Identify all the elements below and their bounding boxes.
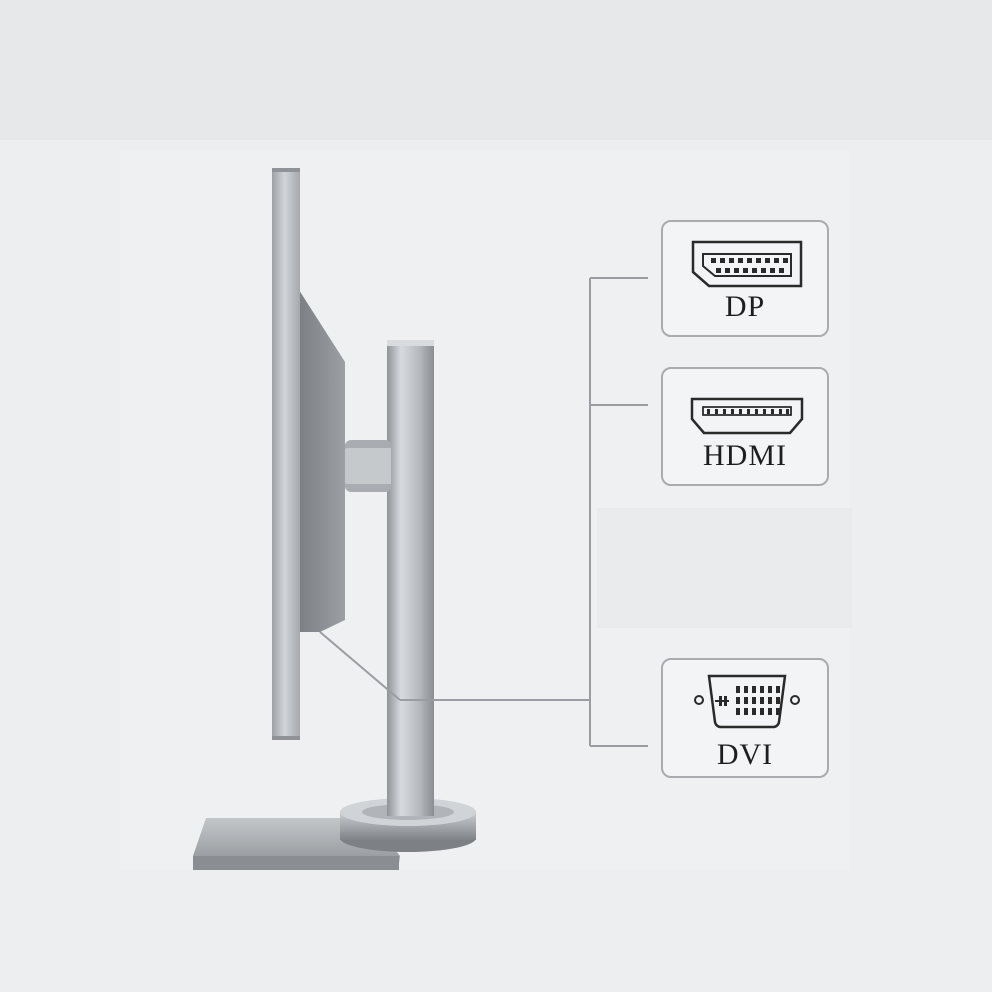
port-label-dp: DP	[724, 290, 766, 323]
monitor-bezel	[272, 168, 300, 740]
port-box-hdmi: HDMI	[661, 367, 829, 486]
monitor-back	[299, 290, 345, 632]
stand-pole	[387, 340, 434, 816]
dvi-icon	[694, 674, 800, 729]
hdmi-icon	[690, 397, 804, 435]
port-box-dp: DP	[661, 220, 829, 337]
port-box-dvi: DVI	[661, 658, 829, 778]
port-label-hdmi: HDMI	[703, 439, 787, 472]
port-label-dvi: DVI	[716, 738, 774, 771]
hinge	[331, 440, 391, 492]
displayport-icon	[691, 240, 803, 288]
